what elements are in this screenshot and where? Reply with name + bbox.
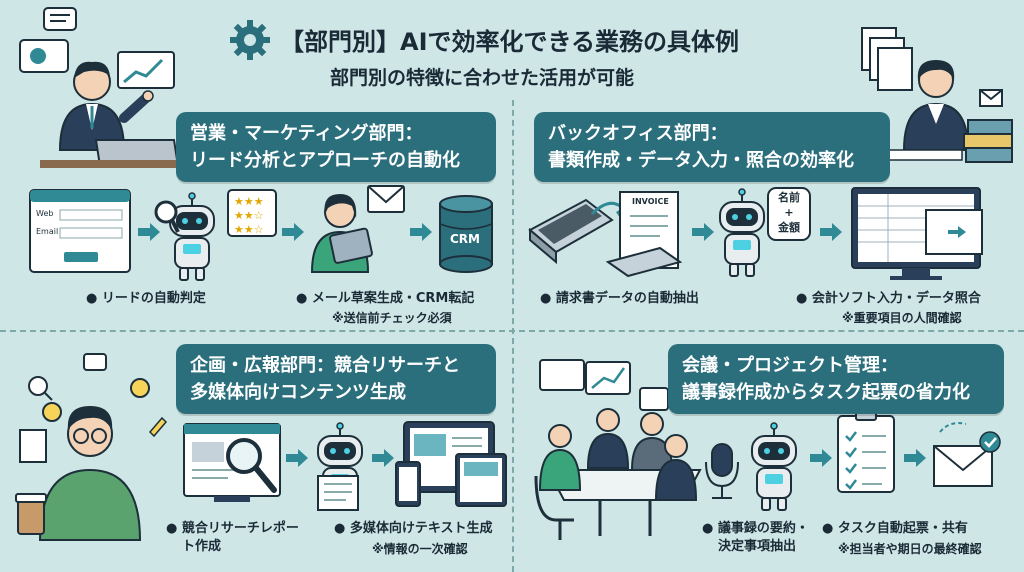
crm-label: CRM	[450, 232, 480, 246]
banner-line2: リード分析とアプローチの自動化	[190, 150, 460, 171]
research-monitor-illustration	[183, 423, 281, 502]
banner-line2: 議事録作成からタスク起票の省力化	[682, 382, 970, 403]
banner-line1: 会議・プロジェクト管理：	[682, 355, 898, 376]
web-form-illustration	[29, 189, 131, 273]
invoice-label: INVOICE	[632, 197, 669, 206]
planner-man-illustration	[15, 353, 168, 541]
banner-line1: 企画・広報部門：競合リサーチと	[190, 355, 460, 376]
sales-person-illustration	[19, 7, 196, 168]
page-subtitle: 部門別の特徴に合わせた活用が可能	[330, 67, 635, 89]
planning-pr-banner: 企画・広報部門：競合リサーチと 多媒体向けコンテンツ生成	[176, 344, 496, 414]
accounting-input-caption: ● 会計ソフト入力・データ照合	[796, 291, 981, 306]
back-office-banner: バックオフィス部門： 書類作成・データ入力・照合の効率化	[534, 112, 890, 182]
caption-line1: ● 議事録の要約・	[702, 521, 809, 536]
back-office-woman-illustration	[861, 27, 1013, 163]
banner-line1: バックオフィス部門：	[548, 123, 728, 144]
crm-database-icon	[439, 195, 493, 273]
meeting-pm-banner: 会議・プロジェクト管理： 議事録作成からタスク起票の省力化	[668, 344, 1004, 414]
microphone-icon	[705, 443, 739, 499]
task-creation-caption: ● タスク自動起票・共有	[822, 521, 968, 536]
woman-tablet-illustration	[310, 185, 405, 273]
caption-line2: ト作成	[182, 539, 222, 554]
bubble-amount-label: 金額	[778, 221, 800, 234]
svg-text:★★☆: ★★☆	[234, 223, 264, 236]
meeting-illustration	[534, 359, 702, 540]
caption-line2: 決定事項抽出	[718, 539, 797, 554]
accounting-monitor-illustration	[851, 187, 983, 280]
banner-line2: 多媒体向けコンテンツ生成	[190, 382, 406, 403]
bubble-plus-label: +	[784, 206, 794, 219]
extract-bubble: 名前 + 金額	[772, 190, 806, 235]
divider-vertical	[512, 100, 514, 572]
checklist-icon	[837, 409, 895, 493]
bubble-name-label: 名前	[778, 191, 800, 204]
form-label-web: Web	[36, 209, 54, 218]
robot-summarizer-illustration	[751, 422, 797, 511]
scanner-illustration	[528, 191, 683, 278]
sales-marketing-banner: 営業・マーケティング部門： リード分析とアプローチの自動化	[176, 112, 496, 182]
banner-line1: 営業・マーケティング部門：	[190, 123, 423, 144]
svg-text:★★☆: ★★☆	[234, 209, 264, 222]
robot-analyzer-illustration: ★★★ ★★☆ ★★☆	[154, 189, 277, 281]
page-title: 【部門別】AIで効率化できる業務の具体例	[280, 28, 740, 56]
robot-writer-illustration	[317, 422, 363, 511]
multi-device-illustration	[395, 421, 507, 507]
gear-icon	[230, 20, 270, 60]
lead-scoring-caption: ● リードの自動判定	[86, 291, 206, 306]
banner-line2: 書類作成・データ入力・照合の効率化	[548, 150, 854, 171]
assignee-check-note: ※担当者や期日の最終確認	[838, 542, 982, 556]
competitor-report-caption: ● 競合リサーチレポー ト作成	[166, 520, 299, 556]
email-crm-caption: ● メール草案生成・CRM転記	[296, 291, 475, 306]
invoice-extract-caption: ● 請求書データの自動抽出	[540, 291, 699, 306]
multi-media-text-caption: ● 多媒体向けテキスト生成	[334, 521, 493, 536]
email-check-note: ※送信前チェック必須	[332, 311, 452, 325]
form-label-email: Email	[36, 227, 59, 236]
primary-check-note: ※情報の一次確認	[372, 542, 468, 556]
human-check-note: ※重要項目の人間確認	[842, 311, 962, 325]
caption-line1: ● 競合リサーチレポー	[166, 521, 299, 536]
robot-extractor-illustration	[719, 187, 811, 277]
mail-sent-icon	[933, 422, 1001, 487]
minutes-summary-caption: ● 議事録の要約・ 決定事項抽出	[702, 520, 809, 556]
svg-text:★★★: ★★★	[234, 195, 264, 208]
